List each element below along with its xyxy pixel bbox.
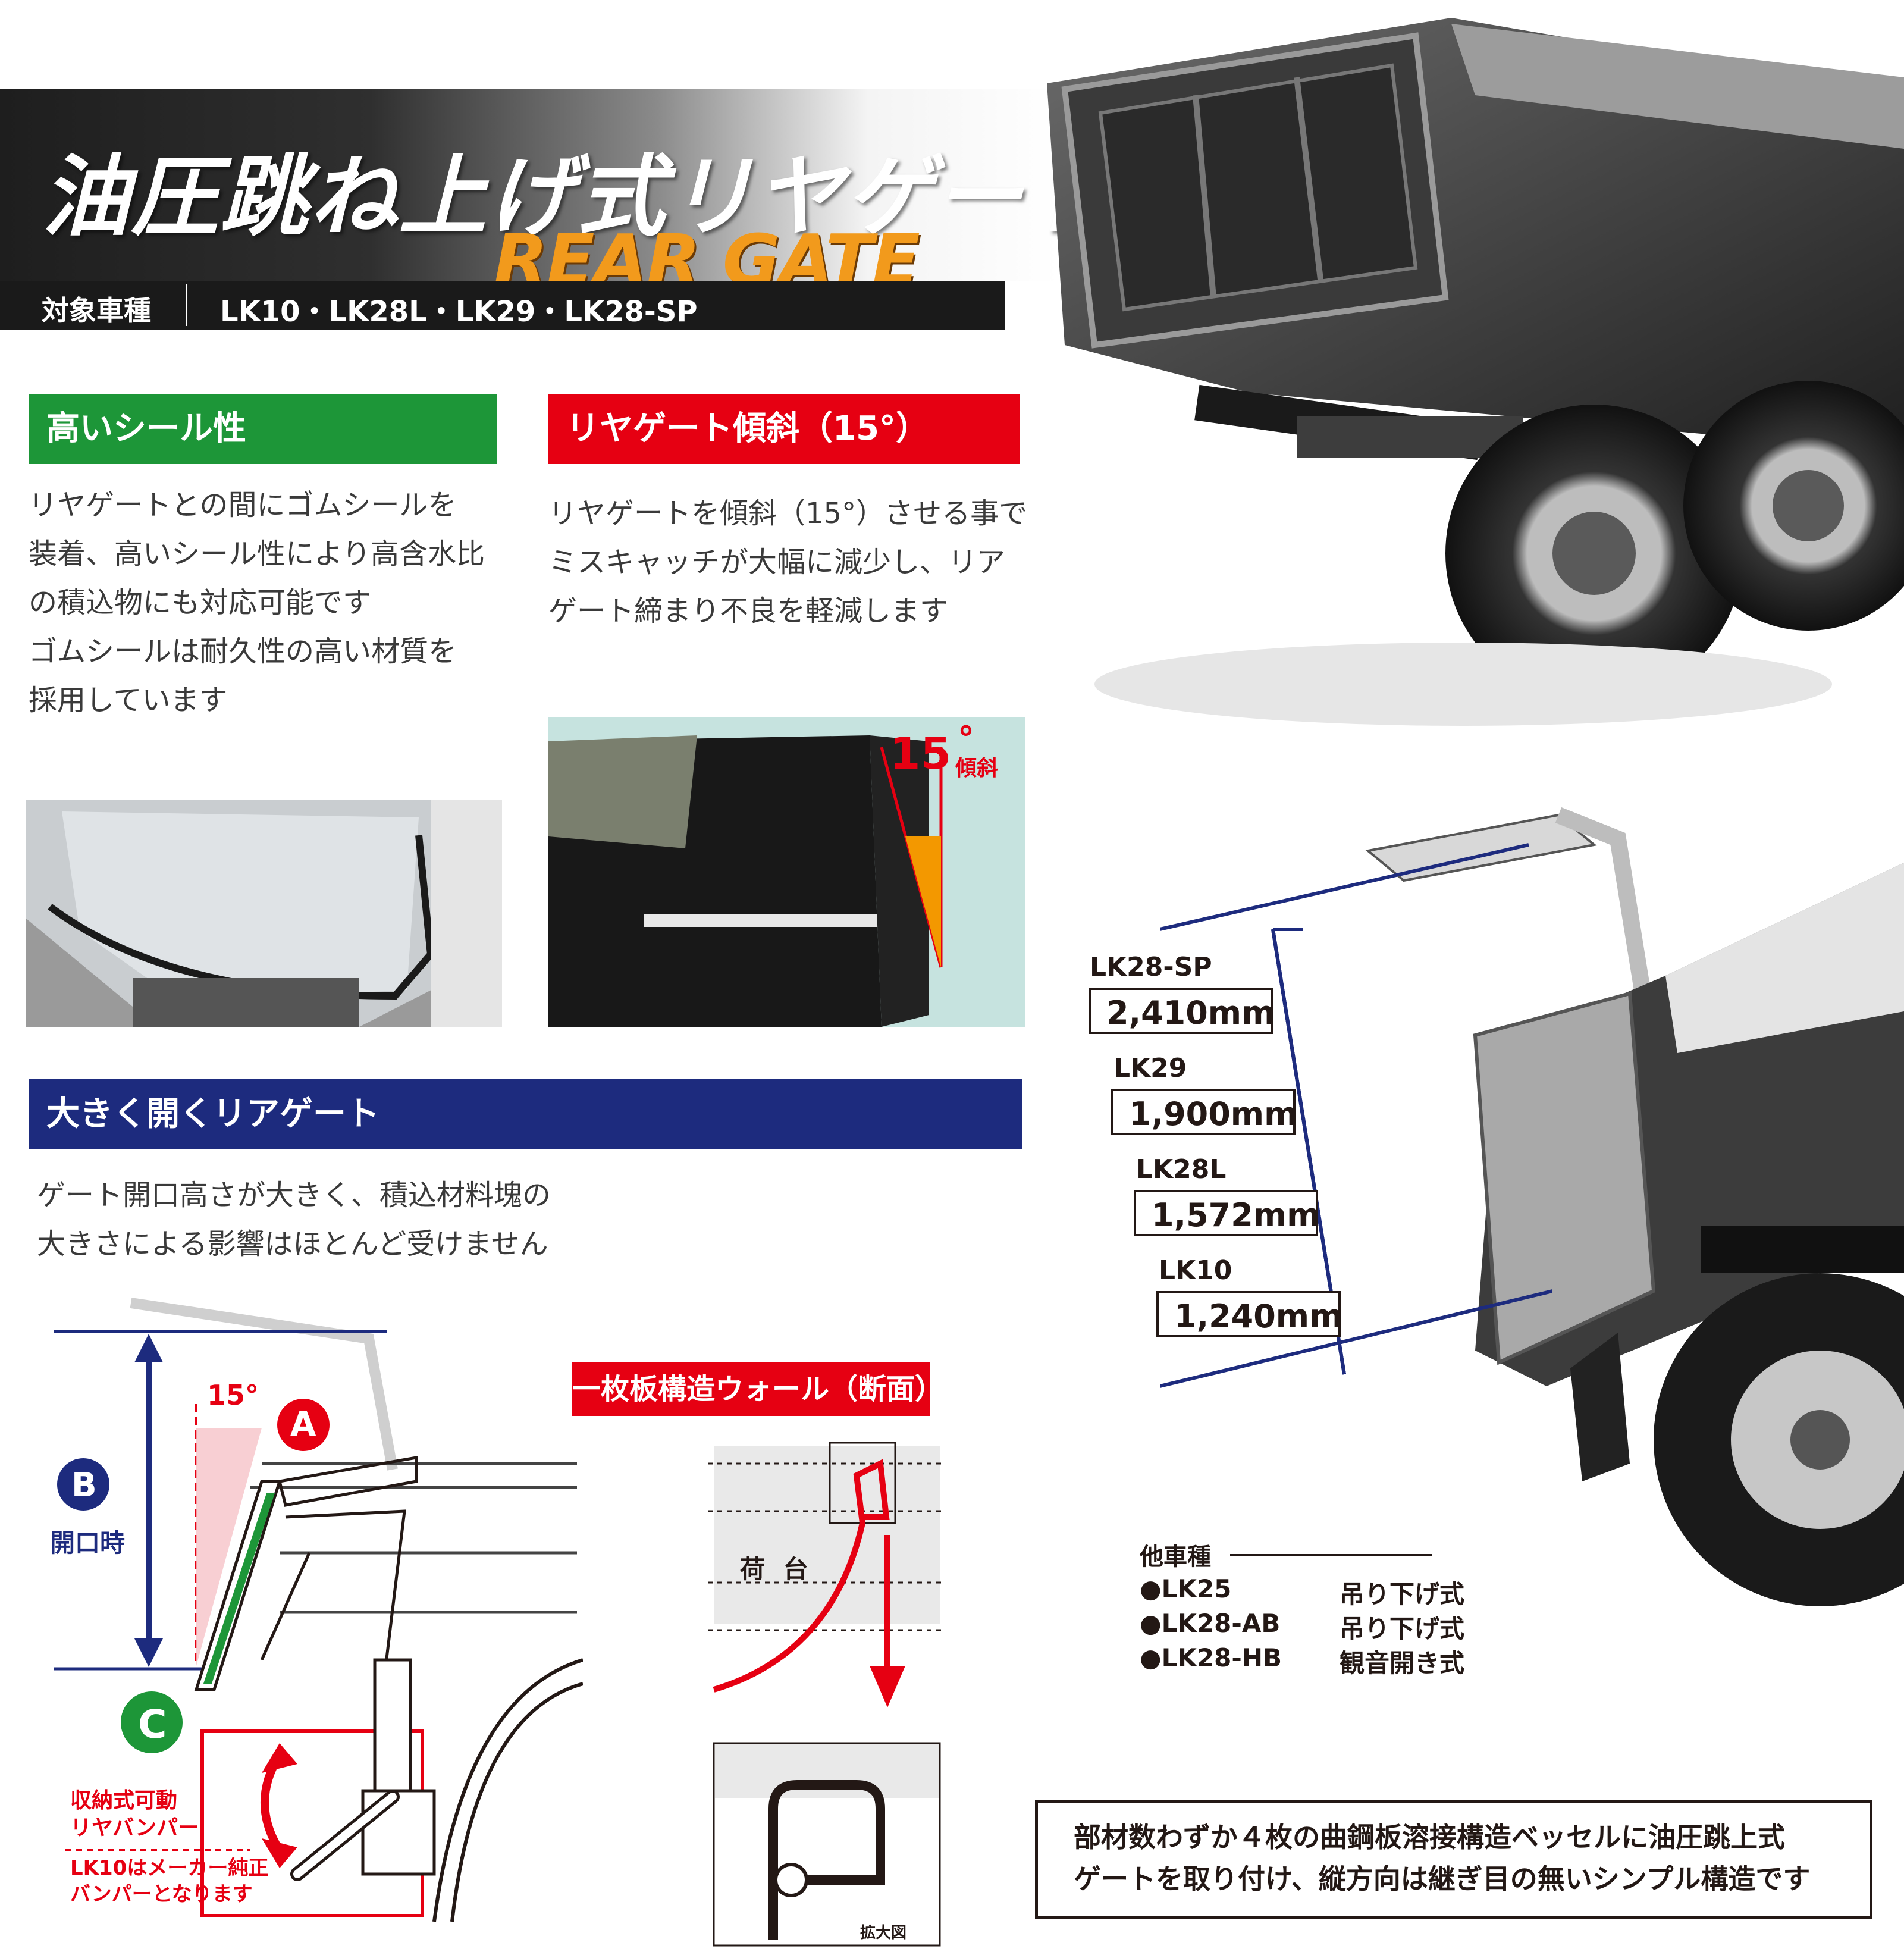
seal-line-5: 採用しています [29,684,228,717]
model-label: 対象車種 [42,294,151,327]
height-value-1: 2,410mm [1089,988,1275,1034]
bumper-line-2: リヤバンパー [70,1816,200,1840]
wall-heading: 一枚板構造ウォール（断面） [572,1362,943,1416]
wall-section-diagram [708,1442,946,1947]
summary-line-2: ゲートを取り付け、縦方向は継ぎ目の無いシンプル構造です [1074,1863,1811,1895]
tilt-line-3: ゲート締まり不良を軽減します [548,594,949,628]
open-line-1: ゲート開口高さが大きく、積込材料塊の [37,1179,551,1212]
height-model-1: LK28-SP [1090,952,1212,982]
gate-opening-diagram [54,1298,583,1922]
zoom-label: 拡大図 [860,1924,907,1942]
other-type-1: 吊り下げ式 [1340,1580,1465,1609]
height-model-3: LK28L [1136,1154,1227,1185]
bed-label: 荷 台 [740,1555,813,1584]
lk10-note: LK10はメーカー純正 バンパーとなります [70,1855,268,1907]
heading-open: 大きく開くリアゲート [29,1079,1022,1149]
other-models-rule [1230,1554,1432,1556]
bumper-line-1: 収納式可動 [70,1788,178,1813]
seal-description: リヤゲートとの間にゴムシールを 装着、高いシール性により高含水比 の積込物にも対… [29,481,485,725]
tilt-line-1: リヤゲートを傾斜（15°）させる事で [548,497,1028,530]
header-band [0,89,1059,281]
lk10-line-1: LK10はメーカー純正 [70,1856,269,1880]
marker-b-label: 開口時 [50,1528,126,1558]
bumper-note: 収納式可動 リヤバンパー [70,1787,199,1842]
other-model-1: ●LK25 [1140,1574,1232,1603]
dump-truck-rear-photo [1047,18,1904,726]
tilt-line-2: ミスキャッチが大幅に減少し、リア [548,546,1006,579]
rubber-seal-photo [26,800,502,1027]
height-model-4: LK10 [1159,1255,1232,1286]
summary-box: 部材数わずか４枚の曲鋼板溶接構造ベッセルに油圧跳上式 ゲートを取り付け、縦方向は… [1035,1800,1872,1919]
page-title: 油圧跳ね上げ式リヤゲート [42,146,1112,248]
tilt-angle-unit: ° [958,720,974,759]
model-list: LK10・LK28L・LK29・LK28-SP [220,295,698,328]
height-value-3: 1,572mm [1134,1190,1320,1236]
marker-b: B [71,1466,97,1505]
model-separator [186,284,187,326]
tilt-angle-word: 傾斜 [955,756,999,781]
marker-a: A [290,1405,316,1444]
heading-tilt: リヤゲート傾斜（15°） [548,394,1020,464]
opened-gate-truck-photo [1365,807,1904,1606]
other-models-title: 他車種 [1140,1543,1211,1571]
seal-line-2: 装着、高いシール性により高含水比 [29,537,485,571]
model-bar [0,281,1005,330]
gate-tilt-photo: 15 ° 傾斜 [548,717,1025,1027]
tilt-angle-number: 15 [890,728,951,779]
open-description: ゲート開口高さが大きく、積込材料塊の 大きさによる影響はほとんど受けません [37,1171,551,1268]
marker-c: C [138,1702,167,1747]
other-model-3: ●LK28-HB [1140,1643,1282,1672]
seal-line-1: リヤゲートとの間にゴムシールを [29,488,457,522]
height-value-2: 1,900mm [1111,1089,1297,1135]
lk10-line-2: バンパーとなります [70,1882,253,1906]
seal-line-4: ゴムシールは耐久性の高い材質を [29,635,457,668]
summary-line-1: 部材数わずか４枚の曲鋼板溶接構造ベッセルに油圧跳上式 [1074,1821,1785,1853]
other-model-2: ●LK28-AB [1140,1609,1281,1638]
heading-seal: 高いシール性 [29,394,497,464]
height-value-4: 1,240mm [1156,1291,1342,1337]
open-line-2: 大きさによる影響はほとんど受けません [37,1227,548,1261]
tilt-description: リヤゲートを傾斜（15°）させる事で ミスキャッチが大幅に減少し、リア ゲート締… [548,489,1027,635]
seal-line-3: の積込物にも対応可能です [29,586,372,619]
height-model-2: LK29 [1113,1053,1187,1083]
diagram-angle-label: 15° [207,1379,259,1411]
other-type-3: 観音開き式 [1340,1649,1465,1678]
other-type-2: 吊り下げ式 [1340,1614,1465,1643]
